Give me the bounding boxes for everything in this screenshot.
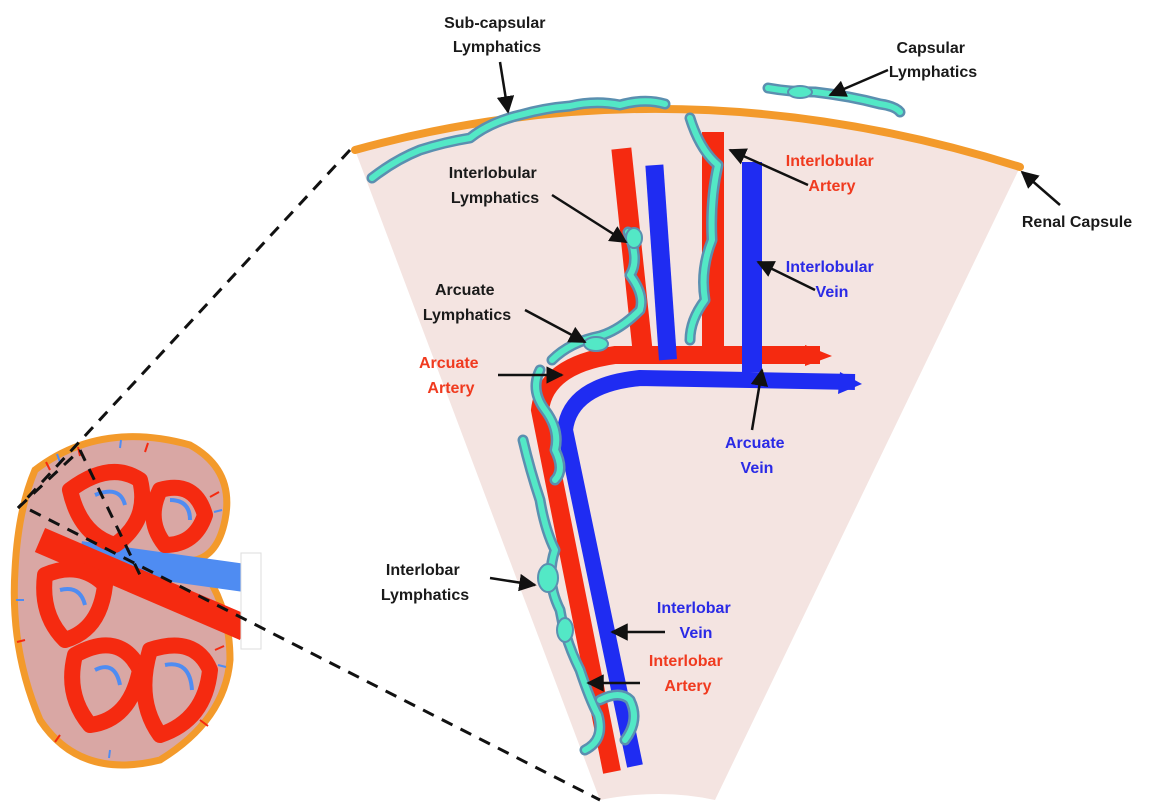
- interlobular-vein-2: [742, 162, 762, 372]
- kidney-illustration: [14, 437, 261, 765]
- label-renal-capsule: Renal Capsule: [1022, 214, 1132, 231]
- cortex-wedge: [355, 109, 1020, 800]
- arrow-renal-capsule: [1022, 172, 1060, 205]
- arrow-capsular: [830, 70, 888, 95]
- label-interlobar-lymphatics: Interlobar Lymphatics: [381, 562, 469, 604]
- arrow-subcapsular: [500, 62, 508, 112]
- label-capsular-lymphatics: Capsular Lymphatics: [889, 40, 977, 81]
- label-subcapsular-lymphatics: Sub-capsular Lymphatics: [444, 15, 550, 56]
- kidney-hilum-box: [241, 553, 261, 649]
